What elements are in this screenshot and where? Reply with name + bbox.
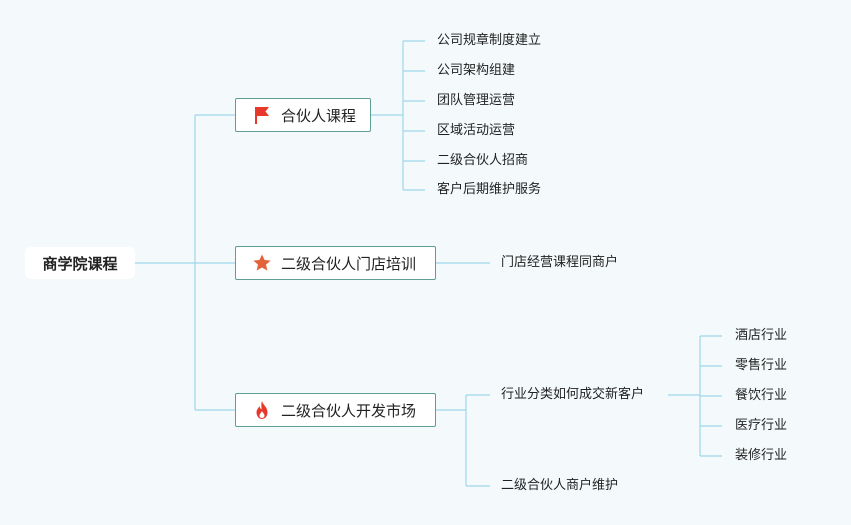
leaf-node[interactable]: 公司架构组建 [437, 63, 516, 78]
sub-leaf-node[interactable]: 酒店行业 [735, 328, 788, 343]
branch-label: 二级合伙人门店培训 [281, 254, 417, 273]
branch-label: 合伙人课程 [281, 106, 357, 125]
root-label: 商学院课程 [42, 254, 118, 273]
red-flag-icon [251, 104, 273, 126]
branch-market-development[interactable]: 二级合伙人开发市场 [235, 393, 436, 427]
root-node[interactable]: 商学院课程 [25, 247, 135, 279]
leaf-node[interactable]: 门店经营课程同商户 [501, 255, 619, 270]
leaf-node[interactable]: 团队管理运营 [437, 93, 516, 108]
branch-label: 二级合伙人开发市场 [281, 401, 417, 420]
branch-store-training[interactable]: 二级合伙人门店培训 [235, 246, 436, 280]
branch-partner-course[interactable]: 合伙人课程 [235, 98, 371, 132]
leaf-node[interactable]: 二级合伙人招商 [437, 153, 529, 168]
orange-star-icon [251, 252, 273, 274]
sub-leaf-node[interactable]: 医疗行业 [735, 418, 788, 433]
leaf-node[interactable]: 公司规章制度建立 [437, 33, 542, 48]
leaf-node[interactable]: 客户后期维护服务 [437, 182, 542, 197]
sub-leaf-node[interactable]: 餐饮行业 [735, 388, 788, 403]
leaf-node[interactable]: 二级合伙人商户维护 [501, 478, 619, 493]
leaf-node[interactable]: 行业分类如何成交新客户 [501, 387, 645, 402]
leaf-node[interactable]: 区域活动运营 [437, 123, 516, 138]
sub-leaf-node[interactable]: 装修行业 [735, 448, 788, 463]
sub-leaf-node[interactable]: 零售行业 [735, 358, 788, 373]
fire-icon [251, 399, 273, 421]
